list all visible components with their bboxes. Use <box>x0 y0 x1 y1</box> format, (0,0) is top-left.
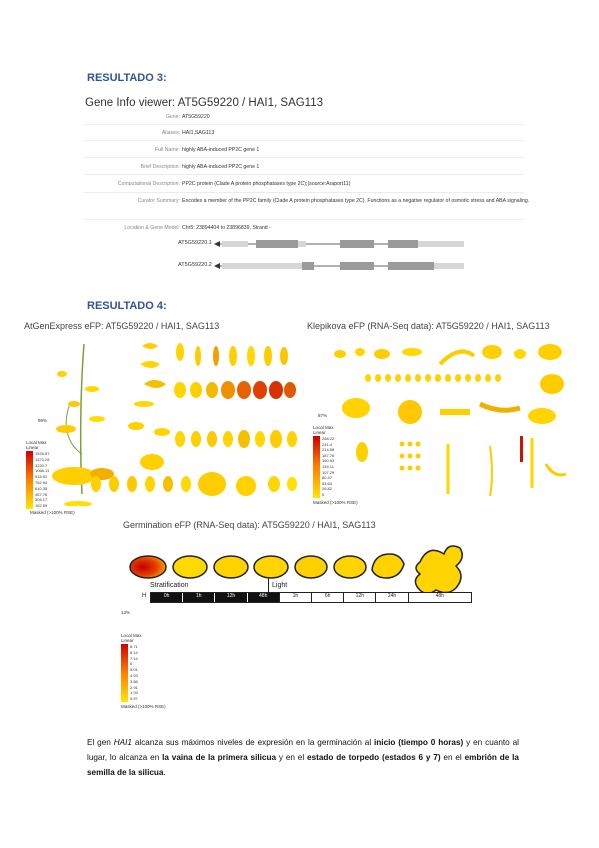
gene-model-1 <box>214 240 464 248</box>
time-cell: 6h <box>311 593 344 602</box>
time-cell: 1h <box>182 593 215 602</box>
germ-efp-image <box>129 545 463 595</box>
gene-model-label-2: AT5G59220.2 <box>178 262 212 268</box>
h-label: H <box>142 593 147 599</box>
atgen-masked: Masked (>100% RSE) <box>30 510 75 515</box>
klep-title: Klepikova eFP (RNA-Seq data): AT5G59220 … <box>307 321 550 331</box>
info-row-fullname: Full Name: highly ABA-induced PP2C gene … <box>84 147 524 161</box>
time-axis: 0h 1h 12h 48h 1h 6h 12h 24h 48h <box>150 592 472 603</box>
atgen-legend-bar <box>26 451 33 509</box>
time-cell: 0h <box>151 593 183 602</box>
klep-masked: Masked (>100% RSE) <box>313 500 358 505</box>
time-cell: 12h <box>343 593 376 602</box>
info-label: Computational Description: <box>117 181 180 187</box>
result4-heading: RESULTADO 4: <box>87 300 167 312</box>
info-label: Curator Summary: <box>137 198 180 204</box>
info-value: highly ABA-induced PP2C gene 1 <box>182 164 260 170</box>
info-row-curator: Curator Summary: Encodes a member of the… <box>84 198 530 218</box>
info-value: AT5G59220 <box>182 114 210 120</box>
period-divider <box>268 578 269 592</box>
divider <box>84 140 524 141</box>
gene-info-title: Gene Info viewer: AT5G59220 / HAI1, SAG1… <box>85 97 324 109</box>
klep-legend-head: Local Max <box>313 425 334 430</box>
time-cell: 24h <box>375 593 408 602</box>
divider <box>84 157 524 158</box>
gene-model-label-1: AT5G59220.1 <box>178 240 212 246</box>
info-value: HAI1,SAG113 <box>182 130 215 136</box>
klep-pct: 87% <box>318 413 328 418</box>
info-row-brief: Brief Description: highly ABA-induced PP… <box>84 164 524 178</box>
divider <box>84 192 524 193</box>
info-label: Aliases: <box>161 130 180 136</box>
info-value: Chr5: 23894404 to 23896839, Strand - <box>182 225 271 231</box>
light-label: Light <box>272 582 288 589</box>
time-cell: 48h <box>407 593 472 602</box>
atgen-legend-head: Local Max <box>26 440 47 445</box>
info-row-computational: Computational Description: PP2C protein … <box>84 181 524 195</box>
time-cell: 12h <box>214 593 247 602</box>
time-cell: 48h <box>246 593 279 602</box>
germ-legend-bar <box>121 644 128 702</box>
divider <box>84 124 524 125</box>
info-label: Gene: <box>165 114 180 120</box>
divider <box>84 174 524 175</box>
germ-legend-head: Local Max <box>121 633 142 638</box>
atgen-pct: 99% <box>38 418 48 423</box>
germ-legend-sub: Linear <box>121 638 134 643</box>
divider <box>84 219 524 220</box>
gene-model-2 <box>214 262 464 270</box>
conclusion-paragraph: El gen HAI1 alcanza sus máximos niveles … <box>87 738 519 777</box>
info-value: PP2C protein (Clade A protein phosphatas… <box>182 181 351 187</box>
klep-efp-image <box>334 344 567 497</box>
germ-title: Germination eFP (RNA-Seq data): AT5G5922… <box>123 520 376 530</box>
info-label: Full Name: <box>154 147 180 153</box>
klep-legend-sub: Linear <box>313 430 326 435</box>
result3-heading: RESULTADO 3: <box>87 72 167 84</box>
info-row-aliases: Aliases: HAI1,SAG113 <box>84 130 524 144</box>
info-label: Brief Description: <box>140 164 181 170</box>
atgen-title: AtGenExpress eFP: AT5G59220 / HAI1, SAG1… <box>24 321 220 331</box>
atgen-efp-image <box>52 343 297 506</box>
info-row-location: Location & Gene Model: Chr5: 23894404 to… <box>84 225 524 239</box>
info-label: Location & Gene Model: <box>124 225 180 231</box>
info-value: Encodes a member of the PP2C family (Cla… <box>182 198 530 204</box>
klep-legend-bar <box>313 436 320 498</box>
germ-masked: Masked (>100% RSE) <box>121 704 166 709</box>
info-row-gene: Gene: AT5G59220 <box>84 114 524 128</box>
stratification-label: Stratification <box>150 582 189 589</box>
info-value: highly ABA-induced PP2C gene 1 <box>182 147 260 153</box>
atgen-legend-sub: Linear <box>26 445 39 450</box>
time-cell: 1h <box>278 593 312 602</box>
germ-pct: 13% <box>121 610 131 615</box>
